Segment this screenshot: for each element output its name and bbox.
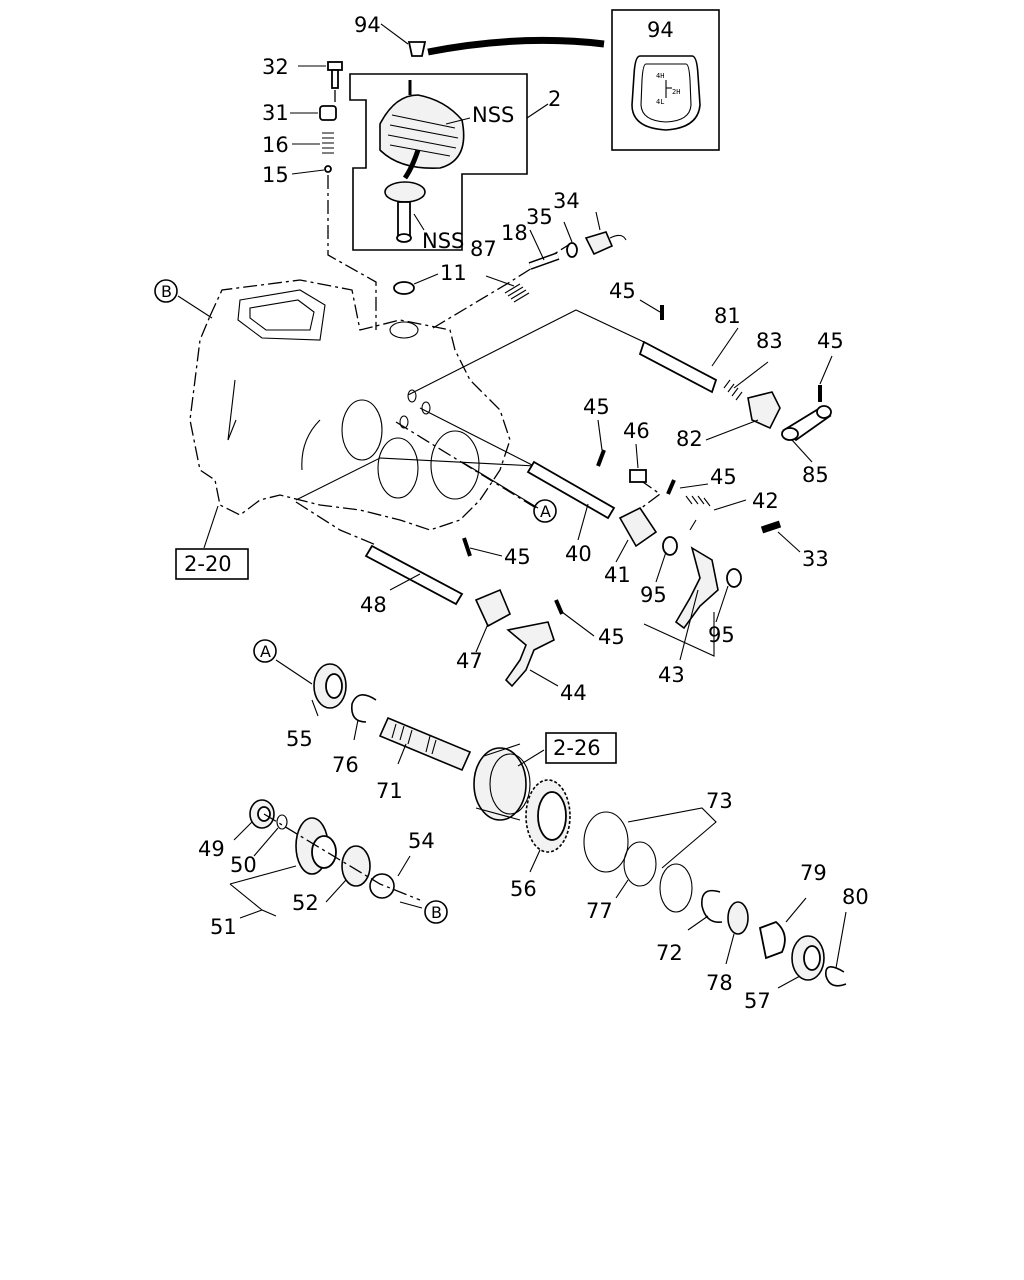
label-part-48[interactable]: 48: [360, 593, 387, 617]
ref-circle-a-mid[interactable]: [533, 499, 557, 523]
part-labels: 94 32 2 NSS 31 16 15 NSS 34 35 18 87 11 …: [161, 13, 869, 1013]
label-part-71[interactable]: 71: [376, 779, 403, 803]
label-nss-boot: NSS: [472, 103, 514, 127]
label-part-50[interactable]: 50: [230, 853, 257, 877]
label-part-41[interactable]: 41: [604, 563, 631, 587]
shift-pattern-2h: 2H: [672, 88, 680, 96]
label-ref-2-26[interactable]: 2-26: [553, 736, 601, 760]
label-part-81[interactable]: 81: [714, 304, 741, 328]
label-part-16[interactable]: 16: [262, 133, 289, 157]
label-part-33[interactable]: 33: [802, 547, 829, 571]
inset-pointer-arrow: [427, 36, 605, 56]
label-part-45-b[interactable]: 45: [817, 329, 844, 353]
label-part-80[interactable]: 80: [842, 885, 869, 909]
label-part-45-c[interactable]: 45: [583, 395, 610, 419]
label-part-56[interactable]: 56: [510, 877, 537, 901]
label-part-79[interactable]: 79: [800, 861, 827, 885]
shift-pattern-4h: 4H: [656, 72, 664, 80]
label-part-45-d[interactable]: 45: [710, 465, 737, 489]
label-part-34[interactable]: 34: [553, 189, 580, 213]
label-part-55[interactable]: 55: [286, 727, 313, 751]
label-part-11[interactable]: 11: [440, 261, 467, 285]
label-part-52[interactable]: 52: [292, 891, 319, 915]
label-part-32[interactable]: 32: [262, 55, 289, 79]
label-part-78[interactable]: 78: [706, 971, 733, 995]
ref-box-2-26[interactable]: [545, 732, 617, 764]
transfer-case-housing: [189, 279, 511, 531]
output-shaft-assembly: [229, 659, 847, 989]
label-ref-b-top: B: [161, 282, 172, 301]
label-part-45-e[interactable]: 45: [504, 545, 531, 569]
label-part-54[interactable]: 54: [408, 829, 435, 853]
label-part-85[interactable]: 85: [802, 463, 829, 487]
shift-lever-group: [290, 23, 549, 330]
label-part-31[interactable]: 31: [262, 101, 289, 125]
label-ref-b-low: B: [431, 903, 442, 922]
inset-title: 94: [647, 18, 674, 42]
label-ref-2-20[interactable]: 2-20: [184, 552, 232, 576]
label-part-35[interactable]: 35: [526, 205, 553, 229]
label-nss-seat: NSS: [422, 229, 464, 253]
label-part-43[interactable]: 43: [658, 663, 685, 687]
ref-circle-b-low[interactable]: [424, 900, 448, 924]
label-part-49[interactable]: 49: [198, 837, 225, 861]
label-part-42[interactable]: 42: [752, 489, 779, 513]
label-part-51[interactable]: 51: [210, 915, 237, 939]
ref-box-2-20[interactable]: [175, 548, 249, 580]
shift-mechanism-parts: [177, 211, 833, 688]
label-part-47[interactable]: 47: [456, 649, 483, 673]
label-part-94[interactable]: 94: [354, 13, 381, 37]
label-part-95-a[interactable]: 95: [640, 583, 667, 607]
label-part-95-b[interactable]: 95: [708, 623, 735, 647]
label-part-40[interactable]: 40: [565, 542, 592, 566]
label-part-44[interactable]: 44: [560, 681, 587, 705]
label-part-57[interactable]: 57: [744, 989, 771, 1013]
label-part-45-a[interactable]: 45: [609, 279, 636, 303]
inset-knob-detail: 94 4H 2H 4L: [611, 9, 720, 151]
label-part-72[interactable]: 72: [656, 941, 683, 965]
ref-circle-a-low[interactable]: [253, 639, 277, 663]
label-ref-a-mid: A: [540, 502, 551, 521]
label-part-76[interactable]: 76: [332, 753, 359, 777]
ref-circle-b-top[interactable]: [154, 279, 178, 303]
shift-pattern-4l: 4L: [656, 98, 664, 106]
label-part-82[interactable]: 82: [676, 427, 703, 451]
label-part-15[interactable]: 15: [262, 163, 289, 187]
label-part-87[interactable]: 87: [470, 237, 497, 261]
label-part-2[interactable]: 2: [548, 87, 561, 111]
label-part-18[interactable]: 18: [501, 221, 528, 245]
label-part-73[interactable]: 73: [706, 789, 733, 813]
label-part-45-f[interactable]: 45: [598, 625, 625, 649]
label-part-77[interactable]: 77: [586, 899, 613, 923]
label-ref-a-low: A: [260, 642, 271, 661]
label-part-46[interactable]: 46: [623, 419, 650, 443]
label-part-83[interactable]: 83: [756, 329, 783, 353]
